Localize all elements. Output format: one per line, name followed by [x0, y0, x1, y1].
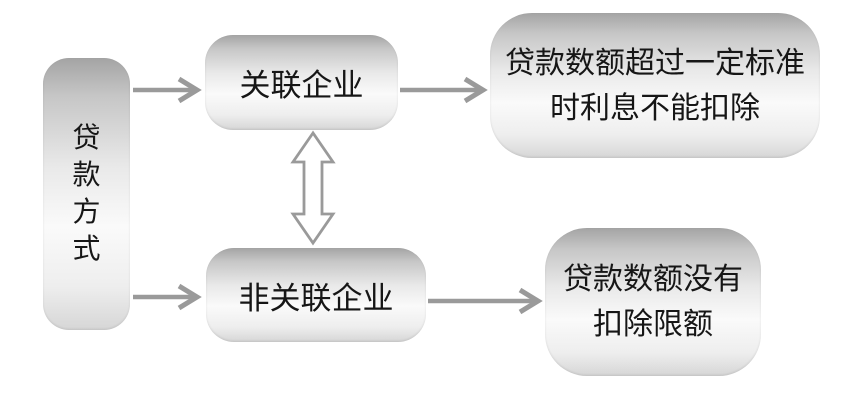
node-unrelated-enterprise: 非关联企业 [206, 248, 426, 342]
node-unrelated-outcome: 贷款数额没有 扣除限额 [545, 228, 761, 376]
node-loan-method-label: 贷款方式 [72, 123, 101, 265]
arrow-source-to-related-icon [133, 76, 202, 104]
node-related-outcome-label: 贷款数额超过一定标准 时利息不能扣除 [505, 46, 805, 125]
node-unrelated-enterprise-label: 非关联企业 [238, 280, 394, 316]
node-related-enterprise: 关联企业 [205, 35, 398, 130]
arrow-source-to-unrelated-icon [133, 283, 202, 311]
arrow-related-to-outcome-icon [400, 76, 488, 104]
node-unrelated-outcome-label: 贷款数额没有 扣除限额 [563, 263, 743, 341]
double-arrow-related-unrelated-icon [290, 130, 336, 246]
arrow-unrelated-to-outcome-icon [428, 287, 543, 315]
node-related-enterprise-label: 关联企业 [239, 68, 364, 103]
node-related-outcome: 贷款数额超过一定标准 时利息不能扣除 [490, 13, 820, 158]
node-loan-method: 贷款方式 [43, 58, 130, 330]
